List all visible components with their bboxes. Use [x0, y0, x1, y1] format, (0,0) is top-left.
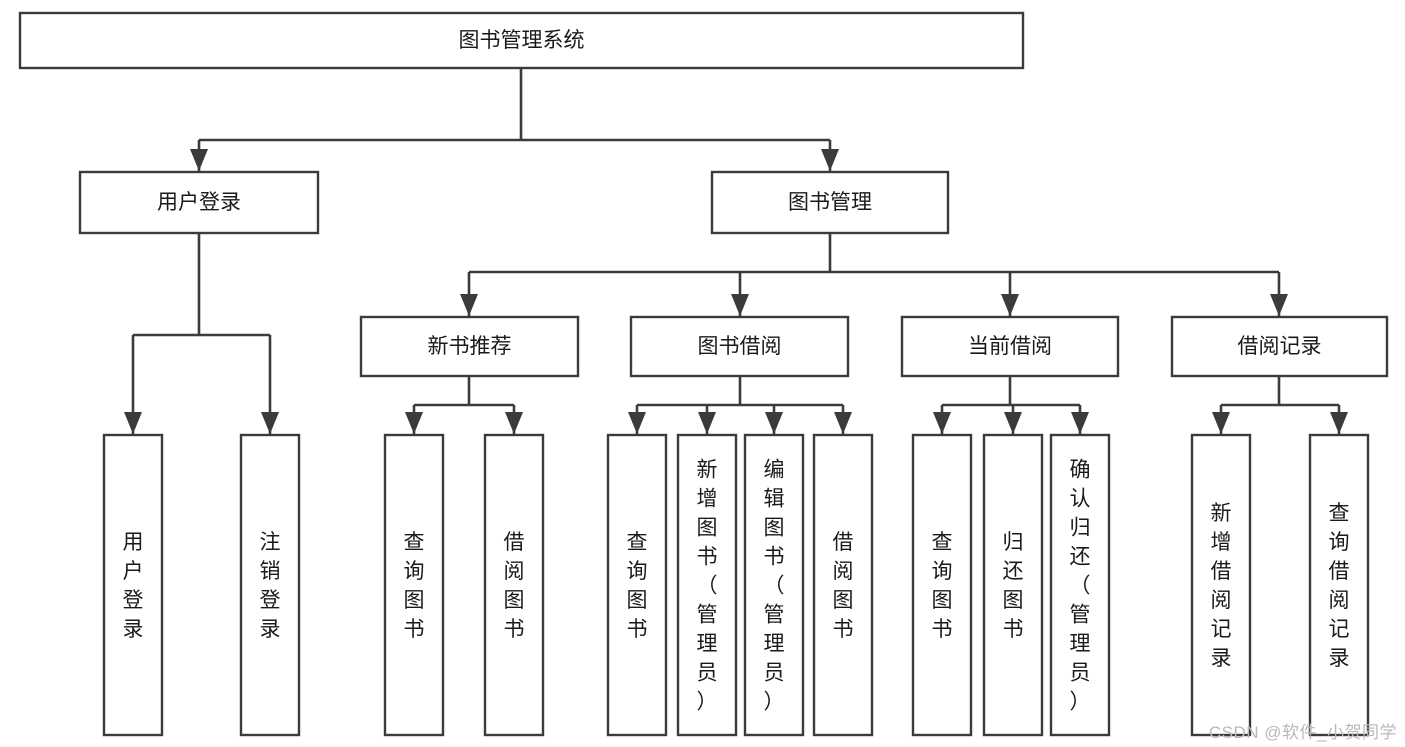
node-leaf-query-record[interactable]: 查询借阅记录 — [1308, 433, 1370, 737]
node-box-leaf-add-record — [1190, 433, 1252, 737]
connector-layer — [124, 68, 1348, 434]
node-book-manage[interactable]: 图书管理 — [710, 170, 950, 235]
bus-book-borrow-arrow-2 — [765, 412, 783, 434]
node-label-leaf-borrow-book-rec: 借阅图书 — [504, 531, 525, 641]
node-label-book-manage: 图书管理 — [788, 191, 872, 214]
node-box-book-manage — [710, 170, 950, 235]
node-box-new-book-recommend — [359, 315, 580, 378]
node-root[interactable]: 图书管理系统 — [18, 11, 1025, 70]
node-box-root — [18, 11, 1025, 70]
node-book-borrow[interactable]: 图书借阅 — [629, 315, 850, 378]
bus-new-book-arrow-0 — [405, 412, 423, 434]
node-label-user-login: 用户登录 — [157, 191, 241, 214]
bus-root-arrow-1 — [821, 149, 839, 171]
node-new-book-recommend[interactable]: 新书推荐 — [359, 315, 580, 378]
node-box-leaf-query-book-rec — [383, 433, 445, 737]
node-box-leaf-borrow-book — [812, 433, 874, 737]
node-leaf-query-book-rec[interactable]: 查询图书 — [383, 433, 445, 737]
bus-book-manage-arrow-0 — [460, 294, 478, 316]
node-label-leaf-edit-book: 编辑图书（管理员） — [764, 459, 785, 714]
node-label-leaf-user-login: 用户登录 — [123, 531, 144, 641]
bus-book-borrow-arrow-1 — [698, 412, 716, 434]
node-leaf-user-login[interactable]: 用户登录 — [102, 433, 164, 737]
node-label-current-borrow: 当前借阅 — [968, 335, 1052, 358]
node-borrow-record[interactable]: 借阅记录 — [1170, 315, 1389, 378]
bus-user-login-arrow-0 — [124, 412, 142, 434]
node-label-book-borrow: 图书借阅 — [698, 335, 782, 358]
node-leaf-return-book[interactable]: 归还图书 — [982, 433, 1044, 737]
bus-book-manage-arrow-1 — [731, 294, 749, 316]
node-box-current-borrow — [900, 315, 1120, 378]
bus-book-borrow-arrow-0 — [628, 412, 646, 434]
node-label-new-book-recommend: 新书推荐 — [428, 335, 512, 358]
bus-borrow-record-arrow-1 — [1330, 412, 1348, 434]
node-box-leaf-logout — [239, 433, 301, 737]
bus-borrow-record-arrow-0 — [1212, 412, 1230, 434]
node-box-user-login — [78, 170, 320, 235]
node-current-borrow[interactable]: 当前借阅 — [900, 315, 1120, 378]
node-box-borrow-record — [1170, 315, 1389, 378]
node-leaf-add-record[interactable]: 新增借阅记录 — [1190, 433, 1252, 737]
node-leaf-confirm-return[interactable]: 确认归还（管理员） — [1049, 433, 1111, 737]
node-box-book-borrow — [629, 315, 850, 378]
node-box-leaf-confirm-return — [1049, 433, 1111, 737]
node-box-leaf-add-book — [676, 433, 738, 737]
node-label-leaf-return-book: 归还图书 — [1003, 531, 1024, 641]
bus-current-borrow-arrow-0 — [933, 412, 951, 434]
bus-root-arrow-0 — [190, 149, 208, 171]
node-label-borrow-record: 借阅记录 — [1238, 335, 1322, 358]
node-box-leaf-user-login — [102, 433, 164, 737]
node-label-leaf-borrow-book: 借阅图书 — [833, 531, 854, 641]
bus-book-manage-arrow-3 — [1270, 294, 1288, 316]
node-leaf-query-book-borrow[interactable]: 查询图书 — [606, 433, 668, 737]
node-leaf-add-book[interactable]: 新增图书（管理员） — [676, 433, 738, 737]
node-label-leaf-confirm-return: 确认归还（管理员） — [1070, 459, 1091, 714]
node-user-login[interactable]: 用户登录 — [78, 170, 320, 235]
bus-book-borrow-arrow-3 — [834, 412, 852, 434]
node-label-root: 图书管理系统 — [459, 29, 585, 52]
node-box-leaf-query-book-cur — [911, 433, 973, 737]
bus-current-borrow-arrow-1 — [1004, 412, 1022, 434]
node-box-leaf-query-record — [1308, 433, 1370, 737]
node-label-leaf-add-book: 新增图书（管理员） — [697, 459, 718, 714]
node-label-leaf-logout: 注销登录 — [260, 531, 281, 641]
node-label-leaf-query-record: 查询借阅记录 — [1329, 502, 1350, 670]
node-box-leaf-return-book — [982, 433, 1044, 737]
node-leaf-logout[interactable]: 注销登录 — [239, 433, 301, 737]
node-leaf-borrow-book[interactable]: 借阅图书 — [812, 433, 874, 737]
node-label-leaf-add-record: 新增借阅记录 — [1211, 502, 1232, 670]
node-label-leaf-query-book-borrow: 查询图书 — [627, 531, 648, 641]
node-box-leaf-edit-book — [743, 433, 805, 737]
bus-book-manage-arrow-2 — [1001, 294, 1019, 316]
node-leaf-query-book-cur[interactable]: 查询图书 — [911, 433, 973, 737]
node-box-leaf-query-book-borrow — [606, 433, 668, 737]
node-box-leaf-borrow-book-rec — [483, 433, 545, 737]
bus-user-login-arrow-1 — [261, 412, 279, 434]
node-label-leaf-query-book-cur: 查询图书 — [932, 531, 953, 641]
node-leaf-edit-book[interactable]: 编辑图书（管理员） — [743, 433, 805, 737]
csdn-watermark: CSDN @软件_小贺同学 — [1208, 723, 1397, 742]
node-layer: 图书管理系统用户登录图书管理新书推荐图书借阅当前借阅借阅记录用户登录注销登录查询… — [18, 11, 1389, 737]
bus-current-borrow-arrow-2 — [1071, 412, 1089, 434]
bus-new-book-arrow-1 — [505, 412, 523, 434]
node-leaf-borrow-book-rec[interactable]: 借阅图书 — [483, 433, 545, 737]
node-label-leaf-query-book-rec: 查询图书 — [404, 531, 425, 641]
